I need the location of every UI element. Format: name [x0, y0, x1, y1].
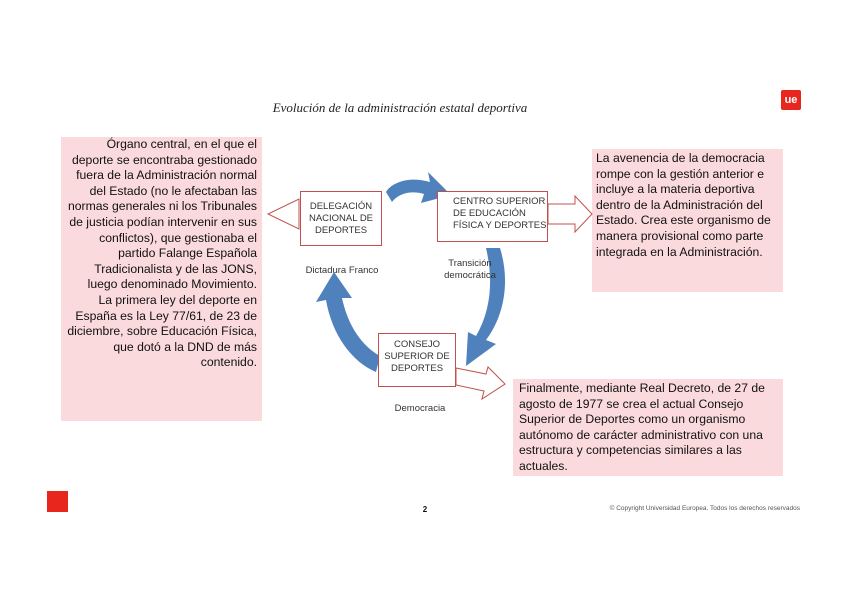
- dnd-description: Órgano central, en el que el deporte se …: [67, 137, 257, 292]
- node-consejo-superior-deportes: CONSEJO SUPERIOR DE DEPORTES: [378, 333, 456, 387]
- arrow-left-outline: [266, 198, 300, 230]
- arrow-right-outline: [547, 194, 593, 234]
- arrow-cse-to-csd: [466, 248, 506, 366]
- transicion-description-box: La avenencia de la democracia rompe con …: [592, 149, 783, 292]
- dictadura-description-box: Órgano central, en el que el deporte se …: [61, 137, 262, 421]
- csd-description: Finalmente, mediante Real Decreto, de 27…: [519, 381, 765, 473]
- arrow-csd-to-dnd: [316, 272, 380, 372]
- ley-deporte-description: La primera ley del deporte en España es …: [67, 292, 257, 370]
- node-centro-superior-educacion-fisica: CENTRO SUPERIOR DE EDUCACIÓN FÍSICA Y DE…: [437, 191, 548, 242]
- label-transicion-democratica: Transición democrática: [444, 258, 496, 281]
- arrow-dnd-to-cse: [386, 172, 451, 203]
- node-delegacion-nacional-deportes: DELEGACIÓN NACIONAL DE DEPORTES: [300, 191, 382, 246]
- page-title: Evolución de la administración estatal d…: [272, 100, 528, 115]
- cse-description: La avenencia de la democracia rompe con …: [596, 151, 771, 259]
- universidad-europea-logo: ue: [781, 90, 801, 110]
- copyright-notice: © Copyright Universidad Europea. Todos l…: [609, 505, 800, 512]
- label-democracia: Democracia: [394, 403, 446, 414]
- label-dictadura-franco: Dictadura Franco: [305, 265, 379, 276]
- arrow-bottom-outline: [455, 366, 506, 401]
- democracia-description-box: Finalmente, mediante Real Decreto, de 27…: [513, 379, 783, 476]
- page-number: 2: [422, 505, 428, 514]
- decorative-red-square: [47, 491, 68, 512]
